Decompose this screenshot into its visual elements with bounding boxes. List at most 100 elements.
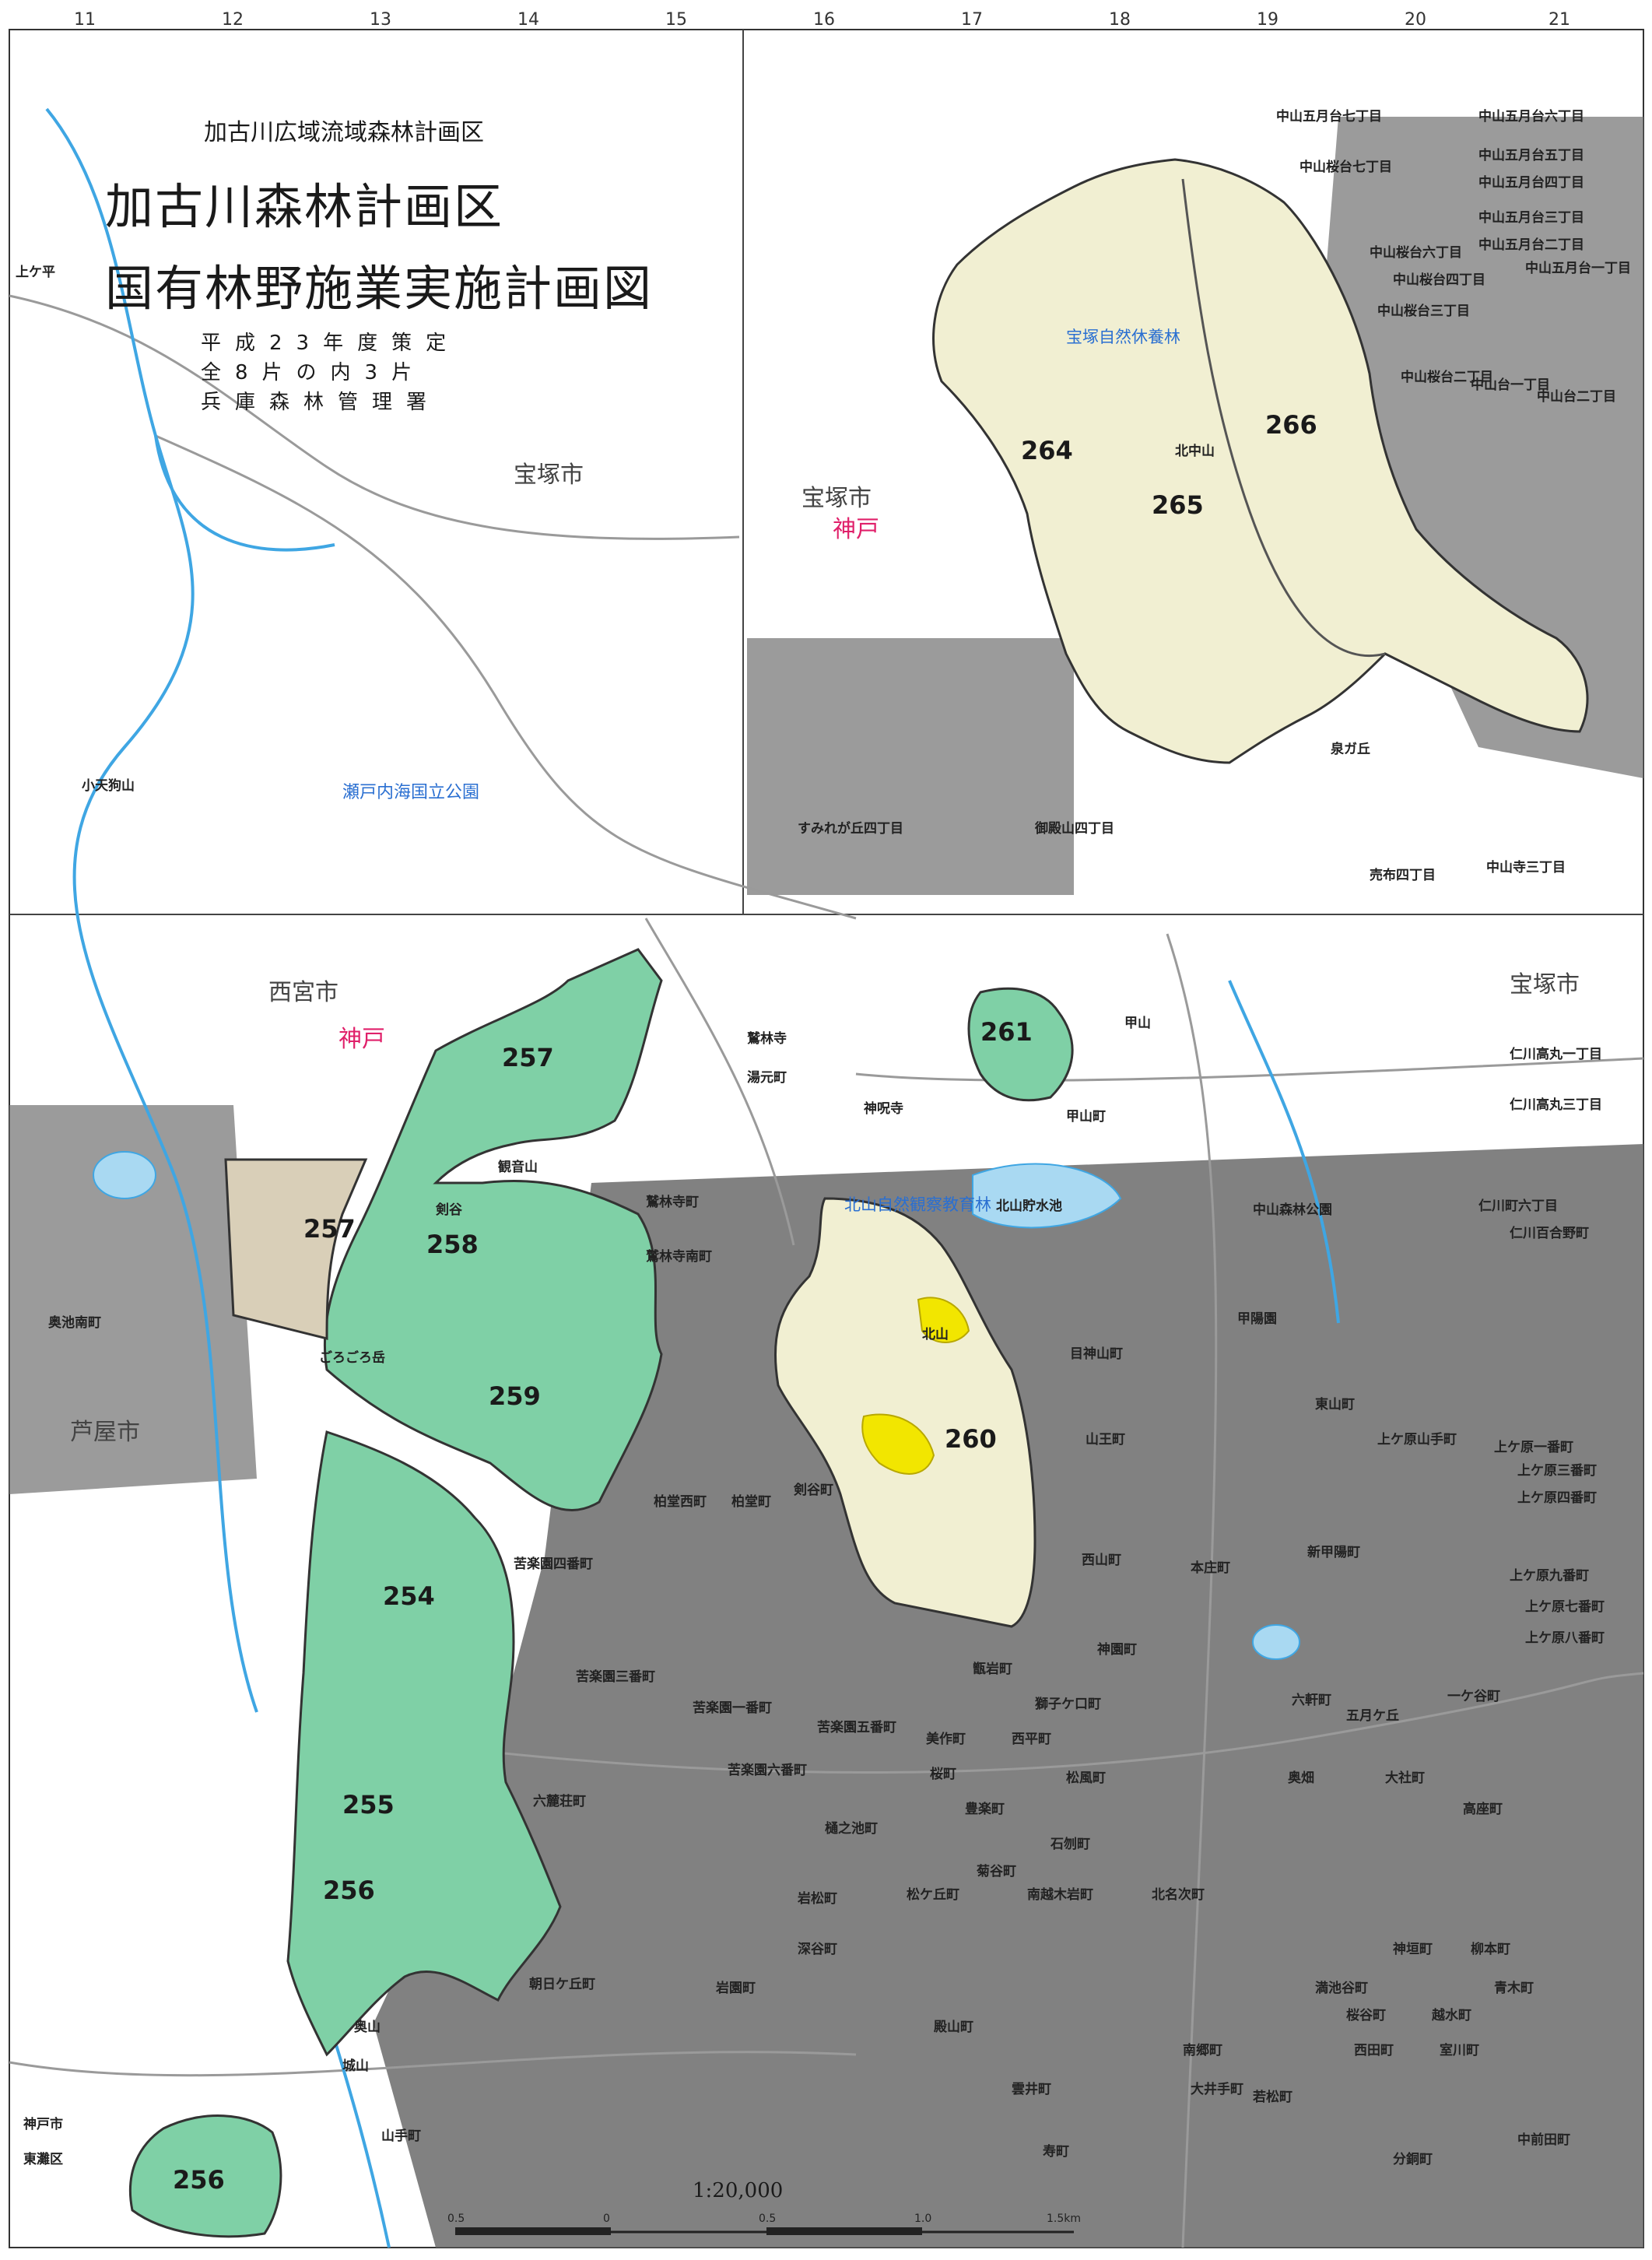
- place-name-69: 新甲陽町: [1307, 1544, 1360, 1560]
- place-name-56: 西田町: [1354, 2043, 1394, 2058]
- note-line-1: 平成23年度策定: [201, 332, 461, 355]
- pond-oike: [1252, 1624, 1300, 1660]
- place-name-57: 若松町: [1252, 2089, 1292, 2105]
- compartment-256-southwest[interactable]: [128, 2114, 282, 2238]
- scale-ratio: 1:20,000: [693, 2179, 784, 2202]
- place-name-39: 殿山町: [933, 2020, 973, 2035]
- place-name-20: 本庄町: [1191, 1560, 1230, 1576]
- grid-col-17: 17: [961, 10, 983, 30]
- urban-area-east: [9, 117, 1643, 1494]
- comp-label-259: 259: [489, 1381, 541, 1411]
- compartment-260[interactable]: [773, 1197, 1036, 1628]
- place-name-43: 奥山: [354, 2019, 381, 2035]
- scale-tick-4: 1.5km: [1047, 2213, 1081, 2225]
- place-name-13: 苦楽園三番町: [576, 1669, 655, 1685]
- comp-label-256-sw: 256: [173, 2165, 225, 2195]
- grid-col-12: 12: [222, 10, 244, 30]
- compartment-261[interactable]: [967, 987, 1074, 1102]
- place-name-60: 南郷町: [1183, 2042, 1222, 2058]
- forest-name-kitayama: 北山自然観察教育林: [844, 1195, 991, 1214]
- district-nishinomiya: 西宮市: [268, 979, 338, 1006]
- place-name-58: 分銅町: [1393, 2151, 1433, 2167]
- place-name-82: 中山五月台七丁目: [1276, 108, 1382, 125]
- kanbe-label-south: 神戸: [338, 1026, 385, 1053]
- place-name-50: 柳本町: [1471, 1941, 1510, 1957]
- national-park-label: 瀬戸内海国立公園: [342, 783, 479, 802]
- place-name-28: 豊楽町: [965, 1801, 1005, 1817]
- place-name-75: 仁川高丸一丁目: [1510, 1046, 1602, 1062]
- district-takarazuka-center: 宝塚市: [801, 485, 872, 512]
- place-name-30: 樋之池町: [825, 1820, 878, 1837]
- place-name-107: 神戸市: [23, 2116, 63, 2132]
- comp-label-258: 258: [426, 1230, 479, 1259]
- place-name-14: 苦楽園一番町: [693, 1700, 772, 1716]
- scale-bar: 0.5 0 0.5 1.0 1.5km: [447, 2213, 1081, 2235]
- scale-tick-0: 0.5: [447, 2213, 465, 2225]
- place-name-87: 中山五月台二丁目: [1478, 237, 1584, 253]
- comp-label-257: 257: [502, 1043, 554, 1072]
- place-name-7: 目神山町: [1070, 1346, 1123, 1362]
- compartment-264-265-266[interactable]: [932, 158, 1589, 764]
- place-name-91: 中山桜台四丁目: [1393, 272, 1485, 288]
- place-name-100: 観音山: [498, 1159, 538, 1175]
- grid-col-21: 21: [1549, 10, 1570, 30]
- place-name-34: 岩松町: [797, 1890, 837, 1907]
- grid-col-18: 18: [1109, 10, 1131, 30]
- place-name-22: 甑岩町: [973, 1661, 1012, 1677]
- place-name-89: 中山桜台七丁目: [1300, 159, 1392, 175]
- place-name-67: 上ケ原七番町: [1525, 1599, 1605, 1615]
- place-name-38: 山手町: [381, 2128, 421, 2144]
- place-name-102: 北山: [922, 1327, 949, 1342]
- comp-label-265: 265: [1152, 490, 1204, 520]
- place-name-29: 石刎町: [1050, 1836, 1090, 1852]
- compartment-257-258-259[interactable]: [323, 948, 663, 1511]
- place-name-106: 東灘区: [23, 2151, 63, 2167]
- place-name-24: 美作町: [926, 1731, 966, 1747]
- plan-area-subtitle: 加古川広域流域森林計画区: [204, 119, 484, 146]
- place-name-94: 中山台一丁目: [1471, 377, 1550, 393]
- place-name-4: 甲山: [1124, 1016, 1151, 1031]
- comp-label-266: 266: [1265, 410, 1317, 440]
- district-takarazuka-west: 宝塚市: [514, 461, 584, 489]
- place-name-86: 中山五月台三丁目: [1478, 209, 1584, 226]
- place-name-66: 上ケ原九番町: [1510, 1568, 1589, 1584]
- place-name-70: 六軒町: [1292, 1692, 1331, 1708]
- place-name-101: ごろごろ岳: [319, 1349, 385, 1366]
- grid-col-20: 20: [1405, 10, 1426, 30]
- place-name-64: 上ケ原三番町: [1517, 1463, 1597, 1479]
- place-name-17: 六麓荘町: [533, 1793, 586, 1809]
- place-name-32: 松ケ丘町: [907, 1886, 959, 1903]
- place-name-9: 剣谷町: [793, 1482, 833, 1498]
- place-name-77: 泉ガ丘: [1330, 741, 1370, 757]
- note-line-3: 兵庫森林管理署: [201, 391, 441, 414]
- place-name-19: 西山町: [1082, 1553, 1121, 1568]
- compartment-labels: 257 257 258 259 254 255 256 256 260 261 …: [173, 410, 1317, 2195]
- scale-tick-1: 0: [603, 2213, 610, 2225]
- place-name-40: 雲井町: [1012, 2081, 1051, 2097]
- water-bodies: [93, 1151, 1300, 1660]
- place-name-80: すみれが丘四丁目: [798, 820, 903, 837]
- rivers: [45, 107, 1340, 2248]
- note-line-2: 全8片の内3片: [201, 361, 426, 384]
- place-name-37: 朝日ケ丘町: [529, 1976, 595, 1992]
- place-name-65: 上ケ原四番町: [1517, 1490, 1597, 1506]
- sheet-dividers: [9, 30, 1643, 915]
- comp-label-257-tan: 257: [303, 1214, 356, 1244]
- kitayama-reservoir: [972, 1163, 1122, 1229]
- place-name-53: 越水町: [1431, 2007, 1471, 2023]
- place-name-27: 松風町: [1066, 1770, 1106, 1786]
- place-name-labels: 小天狗山鷲林寺町鷲林寺南町湯元町甲山甲山町甲陽園目神山町東山町剣谷町柏堂西町柏堂…: [16, 108, 1631, 2167]
- scale-tick-2: 0.5: [759, 2213, 776, 2225]
- place-name-83: 中山五月台六丁目: [1478, 108, 1584, 125]
- place-name-45: 奥畑: [1288, 1770, 1314, 1786]
- place-name-10: 柏堂西町: [654, 1493, 707, 1510]
- comp-label-260: 260: [945, 1424, 997, 1454]
- place-name-93: 中山桜台二丁目: [1401, 369, 1493, 385]
- place-name-23: 獅子ケ口町: [1034, 1696, 1101, 1712]
- place-name-72: 一ケ谷町: [1447, 1689, 1500, 1704]
- place-name-78: 売布四丁目: [1370, 867, 1436, 883]
- compartment-254-255-256[interactable]: [286, 1430, 562, 2057]
- district-takarazuka-east: 宝塚市: [1510, 971, 1580, 998]
- place-name-79: 中山寺三丁目: [1486, 859, 1566, 876]
- compartment-257-tan[interactable]: [224, 1158, 368, 1340]
